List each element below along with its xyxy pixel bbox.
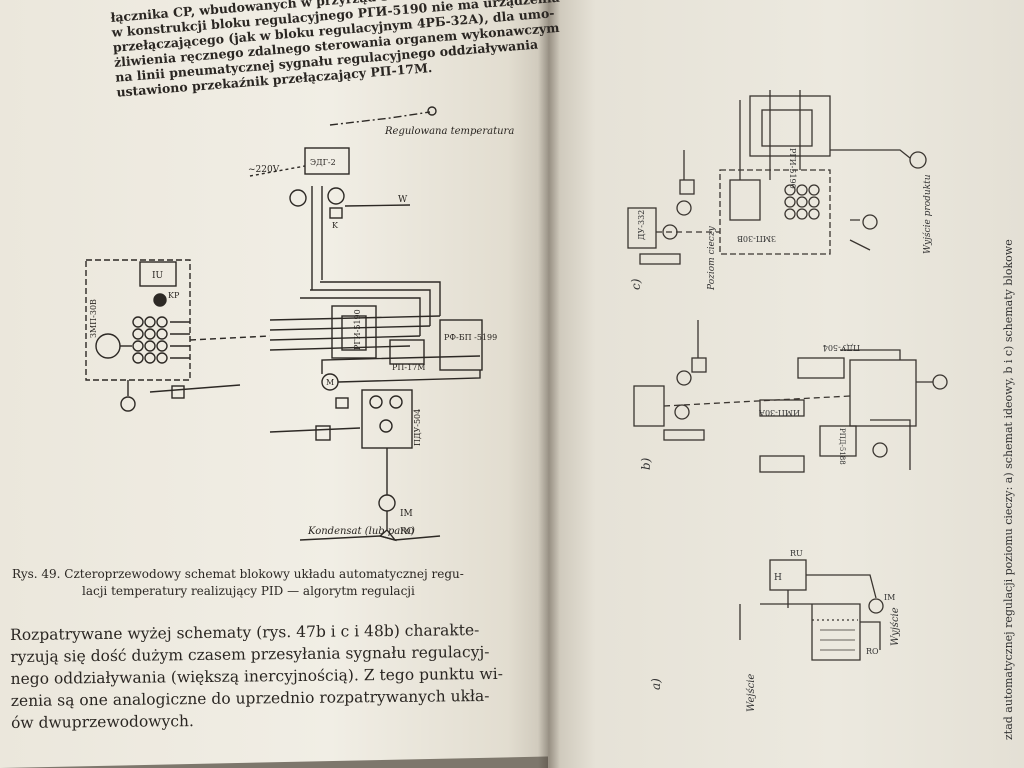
label-ru: RU	[790, 549, 803, 558]
label-edg: ЭДГ-2	[310, 158, 336, 167]
label-kp: KP	[168, 291, 180, 300]
figure-caption: Rys. 49. Czteroprzewodowy schemat blokow…	[12, 566, 532, 600]
label-imp: ИМП-30А	[759, 408, 800, 417]
label-level: Poziom cieczy	[707, 225, 717, 291]
label-pdu: ПДУ-504	[413, 409, 422, 446]
label-b: b)	[639, 457, 653, 470]
label-im: IM	[400, 509, 413, 519]
label-pdu-right: ПДУ-504	[823, 343, 860, 352]
label-rp2: РПД-5188	[838, 428, 846, 465]
caption-line: Rys. 49. Czteroprzewodowy schemat blokow…	[12, 567, 464, 581]
label-rp: РП-17М	[392, 363, 425, 372]
label-ro: RO	[400, 527, 414, 537]
label-regulated-temp: Regulowana temperatura	[384, 126, 514, 137]
label-outlet: Wyjście produktu	[922, 174, 933, 254]
book-gutter	[538, 0, 560, 768]
label-m: M	[326, 378, 334, 387]
right-page	[548, 0, 1024, 768]
label-ro-right: RO	[866, 647, 879, 656]
right-rotated-caption: ztad automatycznej regulacji poziomu cie…	[1002, 239, 1015, 740]
label-iu: IU	[152, 271, 164, 281]
label-condensate: Kondensat (lub para)	[307, 526, 415, 537]
label-rgi: РГИ-5190	[353, 309, 362, 350]
label-h: H	[774, 573, 782, 583]
label-rf: РФ-БП -5199	[444, 333, 497, 342]
label-c: c)	[629, 278, 643, 290]
label-w: W	[398, 195, 408, 205]
label-zmp: ЗМП-30В	[89, 299, 98, 338]
label-k: K	[332, 221, 339, 230]
label-supply: ~220V	[248, 165, 280, 175]
label-du: ДУ-332	[637, 210, 646, 240]
label-zmp-right: ЗМП-30В	[737, 234, 776, 243]
label-wyjscie: Wyjście	[890, 607, 901, 646]
label-a: a)	[649, 678, 663, 690]
label-rgi-right: РГИ-5190	[788, 148, 797, 189]
label-im-right: IM	[884, 593, 895, 602]
label-wejscie: Wejście	[746, 674, 757, 712]
caption-line: lacji temperatury realizujący PID — algo…	[82, 584, 415, 598]
